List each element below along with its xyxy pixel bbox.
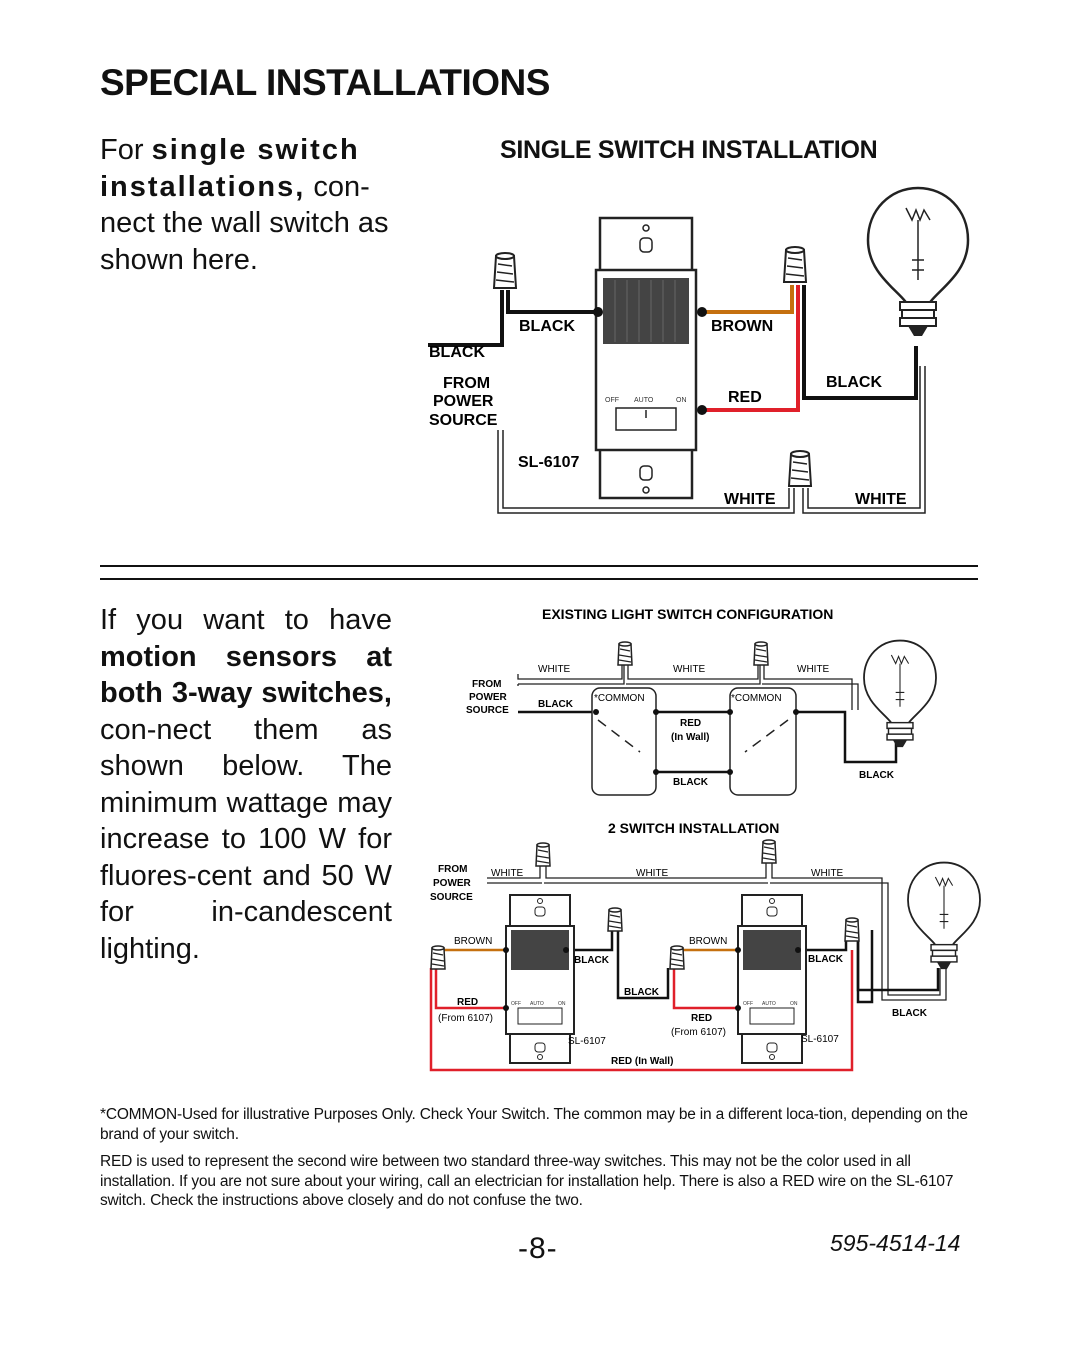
- divider-bottom: [100, 578, 978, 580]
- existing-from: FROM: [472, 679, 501, 690]
- label-red: RED: [728, 389, 762, 406]
- common-footnote: *COMMON-Used for illustrative Purposes O…: [100, 1106, 968, 1143]
- two-power: POWER: [433, 878, 472, 889]
- intro-3way-pre: If you want to have: [100, 604, 392, 636]
- label-black-top: BLACK: [519, 318, 575, 335]
- two-brown-1: BROWN: [454, 936, 492, 947]
- two-nut-4: [607, 907, 623, 932]
- single-switch-diagram: OFF AUTO ON BLACK BROWN BLACK FROM POWER…: [428, 186, 970, 514]
- two-switch-diagram: 2 SWITCH INSTALLATION OFF AUTO ON: [429, 820, 981, 1072]
- two-switch-heading: 2 SWITCH INSTALLATION: [608, 820, 779, 836]
- label-brown: BROWN: [711, 318, 773, 335]
- two-from6107-2: (From 6107): [671, 1027, 726, 1038]
- sw2-auto: AUTO: [762, 1001, 776, 1007]
- single-switch-intro: For single switch installations, con-nec…: [100, 132, 395, 278]
- switch-off-label: OFF: [605, 397, 619, 404]
- two-brown-2: BROWN: [689, 936, 727, 947]
- label-white-1: WHITE: [724, 491, 776, 508]
- two-white-2: WHITE: [636, 868, 669, 879]
- two-black-3: BLACK: [624, 987, 660, 998]
- intro-3way-post: con-nect them as shown below. The minimu…: [100, 713, 392, 965]
- sw1-on: ON: [558, 1001, 566, 1007]
- sw1-off: OFF: [511, 1001, 521, 1007]
- label-black-left: BLACK: [429, 344, 485, 361]
- two-black-1: BLACK: [574, 955, 610, 966]
- wire-nut-bottom: [788, 450, 812, 487]
- existing-common-1: *COMMON: [594, 693, 645, 704]
- two-source: SOURCE: [430, 892, 473, 903]
- switch-auto-label: AUTO: [634, 397, 654, 404]
- label-from: FROM: [443, 375, 490, 392]
- two-model-1: SL-6107: [568, 1036, 606, 1047]
- wire-brown: [702, 285, 794, 314]
- existing-switch-2: [729, 687, 797, 796]
- label-white-2: WHITE: [855, 491, 907, 508]
- sw1-auto: AUTO: [530, 1001, 544, 1007]
- page-number: -8-: [518, 1232, 558, 1265]
- intro-single-pre: For: [100, 134, 152, 166]
- existing-bulb-icon: [863, 639, 937, 749]
- existing-power: POWER: [469, 692, 508, 703]
- wire-black-line-top: [506, 290, 598, 314]
- intro-single-bold: single switch installations,: [100, 134, 360, 203]
- existing-config-diagram: EXISTING LIGHT SWITCH CONFIGURATION WHIT…: [466, 606, 937, 796]
- light-bulb-icon: [866, 186, 970, 338]
- wire-black-lamp: [802, 285, 918, 400]
- existing-in-wall: (In Wall): [671, 732, 710, 743]
- divider-top: [100, 565, 978, 567]
- switch-on-label: ON: [676, 397, 687, 404]
- two-red-1: RED: [457, 997, 478, 1008]
- two-white-1: WHITE: [491, 868, 524, 879]
- two-nut-3: [430, 945, 446, 970]
- two-black-lamp: BLACK: [892, 1008, 928, 1019]
- two-red-in-wall: RED (In Wall): [611, 1056, 673, 1067]
- label-source: SOURCE: [429, 412, 498, 429]
- two-nut-5: [669, 945, 685, 970]
- existing-white-2: WHITE: [673, 664, 706, 675]
- sensor-lens: [603, 278, 689, 344]
- two-from6107-1: (From 6107): [438, 1013, 493, 1024]
- wire-black-source: [428, 290, 504, 347]
- two-model-2: SL-6107: [801, 1034, 839, 1045]
- two-nut-2: [761, 839, 777, 864]
- existing-nut-1: [617, 641, 633, 666]
- wire-nut-right: [783, 246, 807, 283]
- two-red-2: RED: [691, 1013, 712, 1024]
- sw2-on: ON: [790, 1001, 798, 1007]
- single-switch-heading: SINGLE SWITCH INSTALLATION: [500, 136, 878, 164]
- sw2-off: OFF: [743, 1001, 753, 1007]
- existing-white-3: WHITE: [797, 664, 830, 675]
- document-number: 595-4514-14: [830, 1230, 961, 1256]
- existing-common-2: *COMMON: [731, 693, 782, 704]
- intro-single-post: con-nect the wall switch as shown here.: [100, 170, 389, 276]
- two-black-2: BLACK: [808, 954, 844, 965]
- two-nut-1: [535, 842, 551, 867]
- existing-switch-1: [591, 687, 657, 796]
- existing-black-lamp: BLACK: [859, 770, 895, 781]
- two-switch-bulb-icon: [907, 861, 981, 971]
- label-model: SL-6107: [518, 454, 579, 471]
- mode-selector: [615, 407, 677, 431]
- wire-red: [702, 285, 800, 412]
- two-from: FROM: [438, 864, 467, 875]
- label-black-right: BLACK: [826, 374, 882, 391]
- existing-red: RED: [680, 718, 701, 729]
- existing-heading: EXISTING LIGHT SWITCH CONFIGURATION: [542, 606, 833, 622]
- intro-3way-bold: motion sensors at both 3-way switches,: [100, 640, 392, 710]
- two-nut-6: [844, 917, 860, 942]
- existing-white-1: WHITE: [538, 664, 571, 675]
- label-power: POWER: [433, 393, 494, 410]
- wire-nut-left: [493, 252, 517, 289]
- two-white-3: WHITE: [811, 868, 844, 879]
- page-title: SPECIAL INSTALLATIONS: [100, 62, 550, 103]
- existing-black-mid: BLACK: [673, 777, 709, 788]
- three-way-intro: If you want to have motion sensors at bo…: [100, 602, 392, 967]
- existing-nut-2: [753, 641, 769, 666]
- existing-source: SOURCE: [466, 705, 509, 716]
- red-wire-note: RED is used to represent the second wire…: [100, 1153, 954, 1209]
- existing-black-in: BLACK: [538, 699, 574, 710]
